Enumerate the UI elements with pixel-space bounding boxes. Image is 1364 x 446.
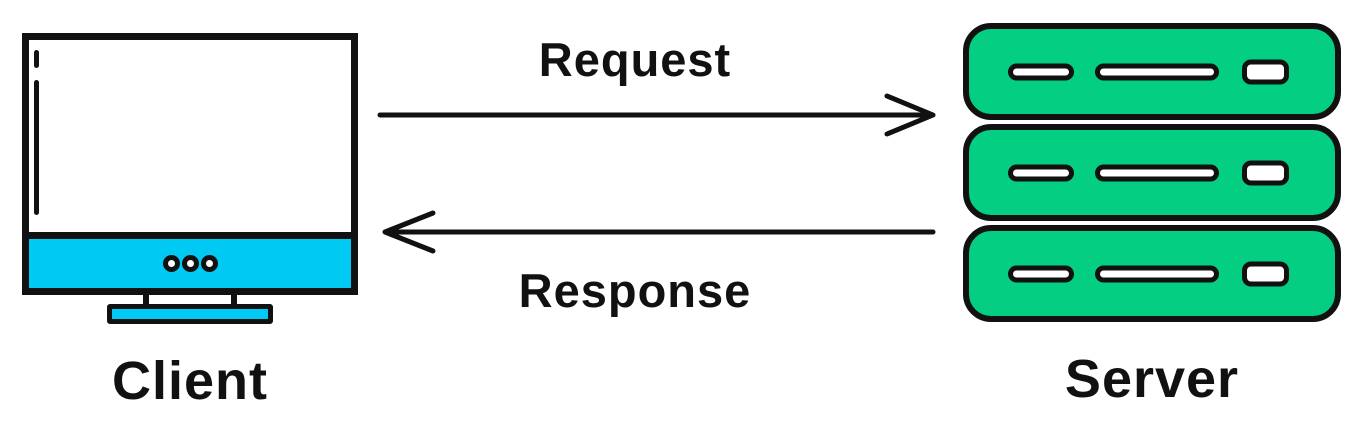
server-unit: [963, 23, 1341, 120]
response-arrow-icon: [382, 210, 936, 254]
screen-detail-dash: [34, 50, 39, 68]
client-monitor-icon: [22, 33, 358, 295]
arrows-layer: [377, 93, 936, 254]
server-label: Server: [1064, 349, 1240, 409]
server-slot-icon: [1095, 265, 1219, 282]
client-label: Client: [111, 351, 268, 411]
request-arrow-icon: [377, 93, 936, 137]
server-stack-icon: [963, 23, 1341, 326]
server-unit: [963, 124, 1341, 221]
server-unit: [963, 225, 1341, 322]
monitor-bottom-bar: [29, 239, 351, 288]
screen-detail-line: [34, 80, 39, 215]
server-slot-icon: [1095, 63, 1219, 80]
server-button-icon: [1242, 261, 1289, 286]
server-button-icon: [1242, 160, 1289, 185]
monitor-stand-base: [107, 304, 273, 324]
monitor-dot-icon: [162, 255, 180, 272]
monitor-dot-icon: [200, 255, 218, 272]
server-button-icon: [1242, 59, 1289, 84]
server-slot-icon: [1008, 63, 1074, 80]
request-label: Request: [538, 33, 732, 86]
server-slot-icon: [1008, 265, 1074, 282]
monitor-screen: [29, 40, 351, 239]
server-slot-icon: [1008, 164, 1074, 181]
server-slot-icon: [1095, 164, 1219, 181]
response-label: Response: [518, 264, 752, 317]
monitor-dot-icon: [181, 255, 199, 272]
